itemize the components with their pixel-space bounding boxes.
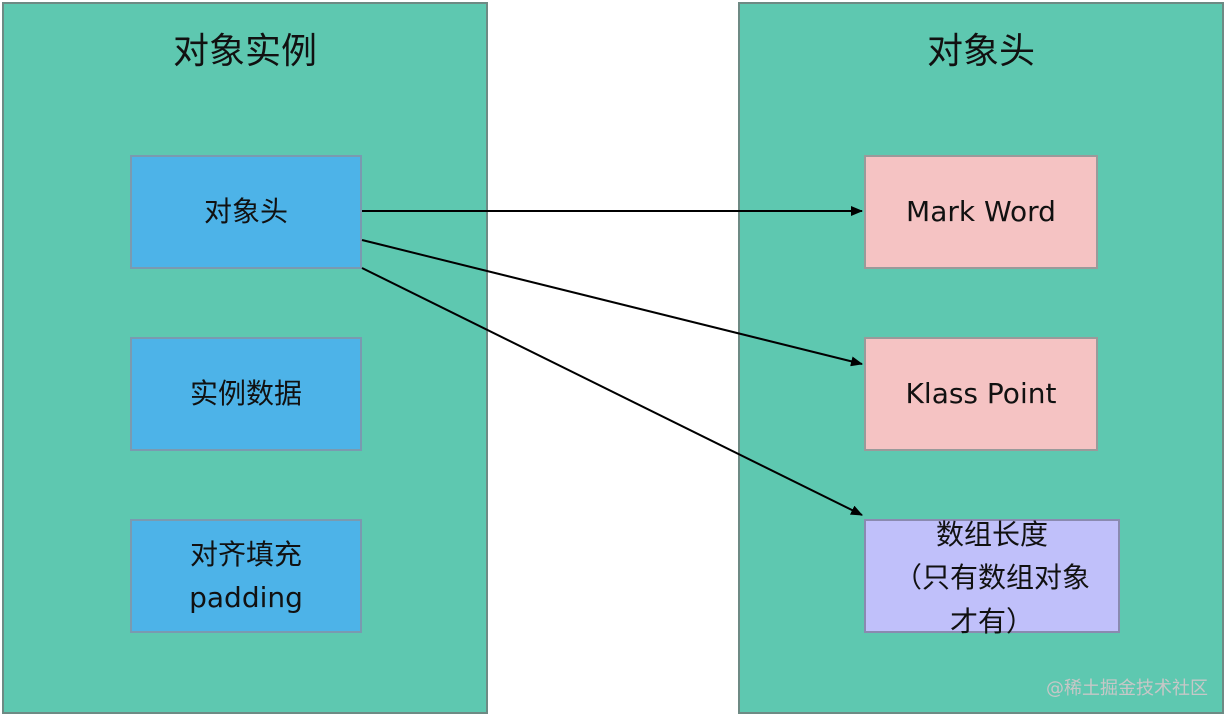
padding-label: 对齐填充 padding	[189, 537, 303, 614]
klass-point-label: Klass Point	[905, 377, 1057, 410]
instance-data-label: 实例数据	[189, 377, 302, 410]
mark-word-box: Mark Word	[864, 155, 1098, 269]
object-header-box: 对象头	[130, 155, 362, 269]
arrow-header-to-array-length	[361, 267, 863, 516]
arrow-header-to-klass-point	[361, 239, 863, 367]
array-length-label: 数组长度 （只有数组对象 才有）	[893, 518, 1090, 638]
instance-data-box: 实例数据	[130, 337, 362, 451]
klass-point-box: Klass Point	[864, 337, 1098, 451]
padding-box: 对齐填充 padding	[130, 519, 362, 633]
object-instance-title: 对象实例	[172, 31, 317, 72]
array-length-box: 数组长度 （只有数组对象 才有）	[864, 518, 1120, 638]
object-header-label: 对象头	[203, 195, 288, 228]
watermark: @稀土掘金技术社区	[1046, 678, 1208, 699]
object-header-title: 对象头	[926, 31, 1035, 72]
mark-word-label: Mark Word	[906, 195, 1056, 228]
